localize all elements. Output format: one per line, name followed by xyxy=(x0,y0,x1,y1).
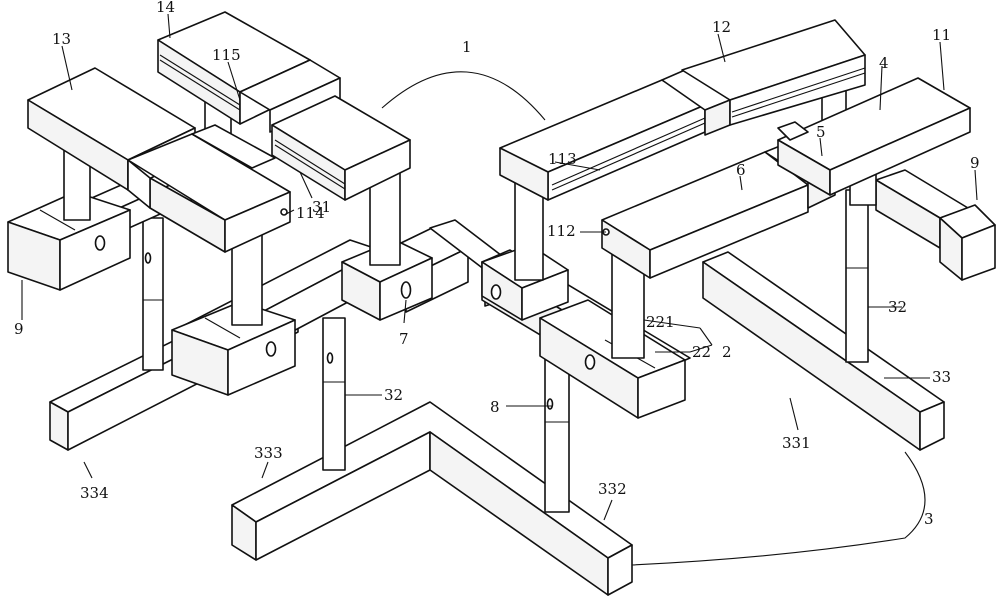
top-plate-114 xyxy=(127,133,291,253)
label-7: 7 xyxy=(399,330,409,348)
label-22: 22 xyxy=(692,343,711,361)
connector-block-9-right xyxy=(939,204,996,281)
label-2: 2 xyxy=(722,343,732,361)
label-5: 5 xyxy=(816,123,826,141)
top-plate-front-left xyxy=(271,95,411,201)
post-right xyxy=(845,189,869,363)
top-plate-12 xyxy=(681,19,866,126)
label-6: 6 xyxy=(736,161,746,179)
label-11: 11 xyxy=(932,26,951,44)
top-plate-11 xyxy=(777,77,971,196)
label-221: 221 xyxy=(646,313,675,331)
label-115: 115 xyxy=(212,46,241,64)
label-1: 1 xyxy=(462,38,472,56)
label-32-right: 32 xyxy=(888,298,907,316)
base-v-333-332 xyxy=(231,401,633,596)
label-3: 3 xyxy=(924,510,934,528)
label-31: 31 xyxy=(312,198,331,216)
label-112: 112 xyxy=(547,222,576,240)
plate-connector-left xyxy=(191,124,276,169)
label-32-left: 32 xyxy=(384,386,403,404)
label-9-left: 9 xyxy=(14,320,24,338)
post-left-front xyxy=(322,317,346,471)
label-331: 331 xyxy=(782,434,811,452)
base-bar-331 xyxy=(702,251,945,451)
label-332: 332 xyxy=(598,480,627,498)
plate-connector-center xyxy=(661,69,731,136)
label-33: 33 xyxy=(932,368,951,386)
label-9-right: 9 xyxy=(970,154,980,172)
label-8: 8 xyxy=(490,398,500,416)
top-plate-113 xyxy=(499,79,706,201)
connector-block-left-front xyxy=(171,301,296,396)
label-333: 333 xyxy=(254,444,283,462)
label-12: 12 xyxy=(712,18,731,36)
label-113: 113 xyxy=(548,150,577,168)
post-left-back xyxy=(142,217,164,371)
label-13: 13 xyxy=(52,30,71,48)
label-114: 114 xyxy=(296,204,325,222)
label-4: 4 xyxy=(879,54,889,72)
top-plate-6 xyxy=(601,151,809,279)
label-14: 14 xyxy=(156,0,175,16)
label-334: 334 xyxy=(80,484,109,502)
leader-lines xyxy=(21,13,978,566)
